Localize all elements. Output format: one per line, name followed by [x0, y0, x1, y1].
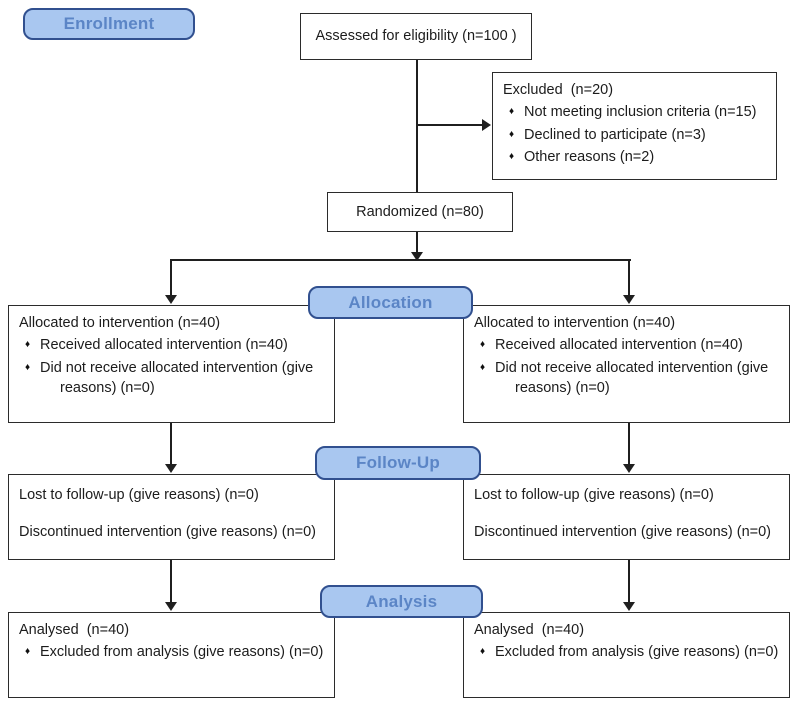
branch-line-allocation	[171, 259, 631, 261]
connector-followup-to-analysis-left	[170, 560, 172, 603]
analysis-box-right: Analysed (n=40) ♦ Excluded from analysis…	[463, 612, 790, 698]
allocation-left-title: Allocated to intervention (n=40)	[19, 315, 221, 331]
allocation-right-title: Allocated to intervention (n=40)	[474, 315, 676, 331]
arrowhead-analysis-right	[623, 602, 635, 611]
randomized-text: Randomized (n=80)	[356, 203, 484, 220]
stage-label-analysis: Analysis	[320, 585, 483, 618]
followup-right-line: Discontinued intervention (give reasons)…	[474, 524, 772, 541]
excluded-item: ♦ Other reasons (n=2)	[509, 148, 655, 165]
analysis-left-item: ♦ Excluded from analysis (give reasons) …	[25, 644, 324, 661]
arrowhead-branch-center	[411, 252, 423, 261]
connector-branch-to-alloc-right	[628, 259, 630, 296]
analysis-box-left: Analysed (n=40) ♦ Excluded from analysis…	[8, 612, 335, 698]
analysis-right-item: ♦ Excluded from analysis (give reasons) …	[480, 644, 779, 661]
stage-label-allocation: Allocation	[308, 286, 473, 319]
assessed-eligibility-text: Assessed for eligibility (n=100 )	[315, 28, 517, 45]
diamond-bullet-icon: ♦	[25, 361, 31, 373]
diamond-bullet-icon: ♦	[509, 106, 515, 118]
connector-to-excluded	[417, 124, 483, 126]
connector-alloc-to-followup-right	[628, 423, 630, 465]
followup-box-left: Lost to follow-up (give reasons) (n=0) D…	[8, 474, 335, 560]
connector-branch-to-alloc-left	[170, 259, 172, 296]
allocation-left-item: ♦ Received allocated intervention (n=40)	[25, 337, 288, 354]
diamond-bullet-icon: ♦	[509, 150, 515, 162]
connector-randomized-to-branch	[416, 232, 418, 253]
excluded-item: ♦ Declined to participate (n=3)	[509, 126, 706, 143]
followup-box-right: Lost to follow-up (give reasons) (n=0) D…	[463, 474, 790, 560]
diamond-bullet-icon: ♦	[480, 646, 486, 658]
allocation-box-left: Allocated to intervention (n=40) ♦ Recei…	[8, 305, 335, 423]
excluded-title: Excluded (n=20)	[503, 82, 614, 98]
arrowhead-alloc-right	[623, 295, 635, 304]
followup-left-line: Lost to follow-up (give reasons) (n=0)	[19, 487, 259, 503]
stage-label-followup: Follow-Up	[315, 446, 481, 480]
analysis-right-title: Analysed (n=40)	[474, 622, 585, 638]
arrowhead-alloc-left	[165, 295, 177, 304]
diamond-bullet-icon: ♦	[480, 361, 486, 373]
allocation-right-item: ♦ Did not receive allocated intervention…	[480, 359, 769, 396]
arrowhead-followup-left	[165, 464, 177, 473]
allocation-left-item: ♦ Did not receive allocated intervention…	[25, 359, 314, 396]
connector-alloc-to-followup-left	[170, 423, 172, 465]
allocation-box-right: Allocated to intervention (n=40) ♦ Recei…	[463, 305, 790, 423]
diamond-bullet-icon: ♦	[25, 646, 31, 658]
excluded-box: Excluded (n=20) ♦ Not meeting inclusion …	[492, 72, 777, 180]
diamond-bullet-icon: ♦	[25, 339, 31, 351]
diamond-bullet-icon: ♦	[480, 339, 486, 351]
diamond-bullet-icon: ♦	[509, 128, 515, 140]
arrowhead-analysis-left	[165, 602, 177, 611]
followup-right-line: Lost to follow-up (give reasons) (n=0)	[474, 487, 714, 503]
excluded-item: ♦ Not meeting inclusion criteria (n=15)	[509, 104, 757, 121]
analysis-left-title: Analysed (n=40)	[19, 622, 130, 638]
randomized-box: Randomized (n=80)	[327, 192, 513, 232]
assessed-eligibility-box: Assessed for eligibility (n=100 )	[300, 13, 532, 60]
allocation-right-item: ♦ Received allocated intervention (n=40)	[480, 337, 743, 354]
stage-label-enrollment: Enrollment	[23, 8, 195, 40]
arrowhead-excluded	[482, 119, 491, 131]
connector-assessed-to-randomized	[416, 60, 418, 192]
arrowhead-followup-right	[623, 464, 635, 473]
followup-left-line: Discontinued intervention (give reasons)…	[19, 524, 317, 541]
connector-followup-to-analysis-right	[628, 560, 630, 603]
